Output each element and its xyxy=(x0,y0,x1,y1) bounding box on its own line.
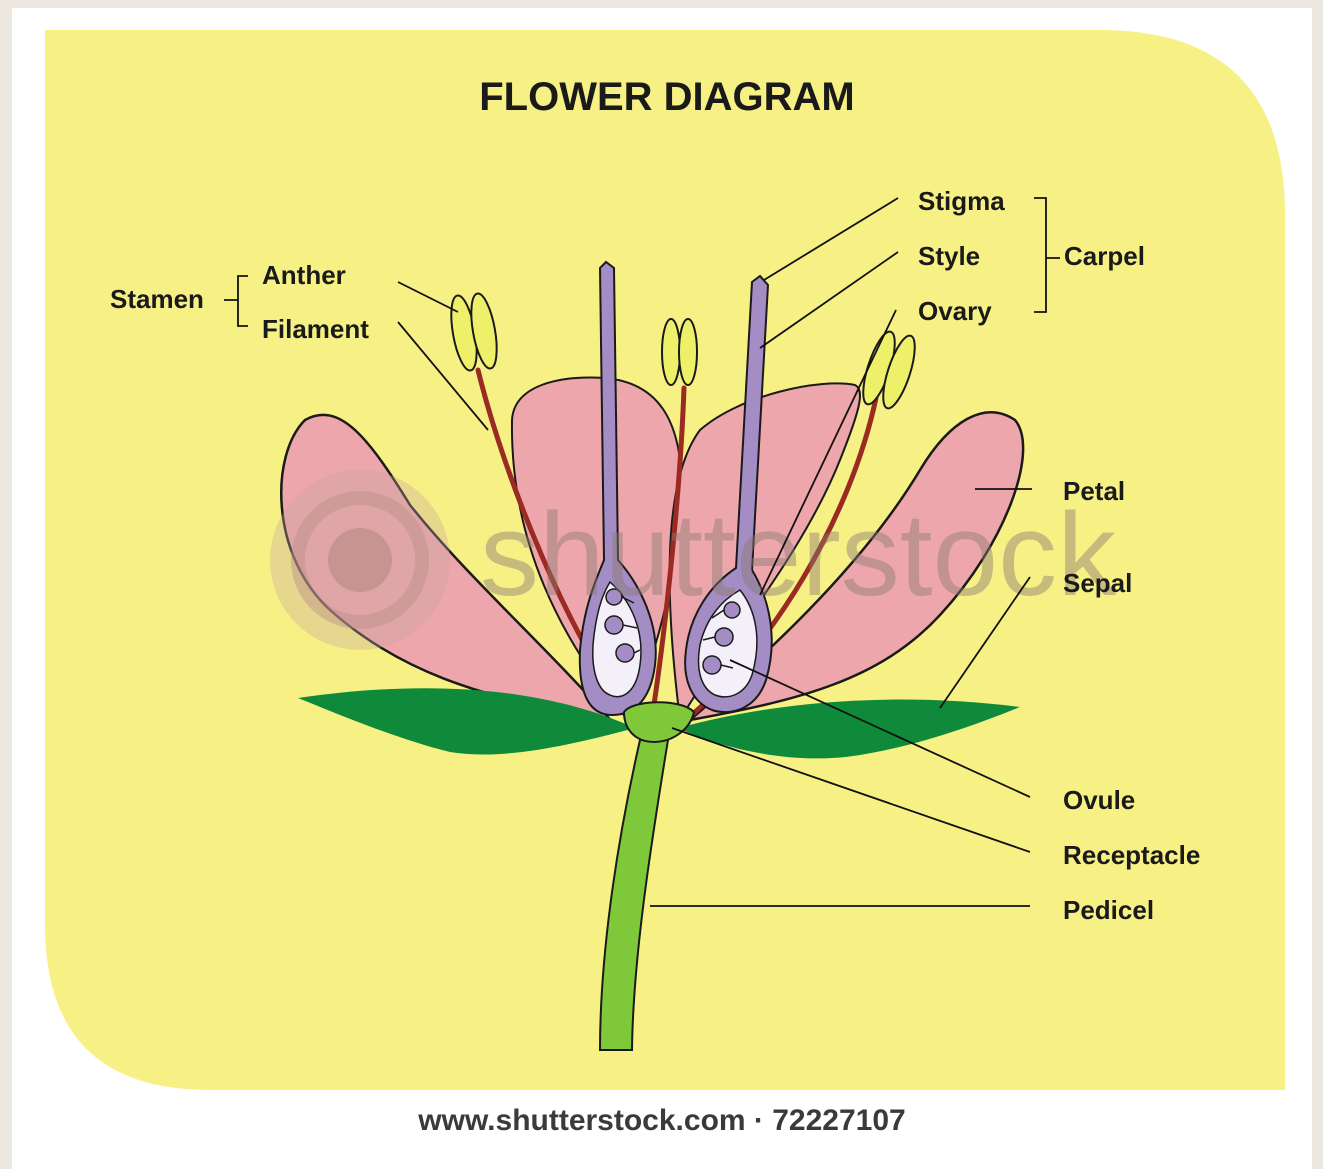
label-sepal: Sepal xyxy=(1063,568,1132,598)
label-petal: Petal xyxy=(1063,476,1125,506)
label-stigma: Stigma xyxy=(918,186,1005,216)
label-ovule: Ovule xyxy=(1063,785,1135,815)
label-carpel: Carpel xyxy=(1064,241,1145,271)
label-pedicel: Pedicel xyxy=(1063,895,1154,925)
label-style: Style xyxy=(918,241,980,271)
label-anther: Anther xyxy=(262,260,346,290)
label-filament: Filament xyxy=(262,314,369,344)
label-stamen: Stamen xyxy=(110,284,204,314)
diagram-title: FLOWER DIAGRAM xyxy=(479,75,855,119)
label-ovary: Ovary xyxy=(918,296,992,326)
footer-credit: www.shutterstock.com · 72227107 xyxy=(417,1104,905,1137)
watermark-text: shutterstock xyxy=(480,489,1117,621)
label-receptacle: Receptacle xyxy=(1063,840,1200,870)
